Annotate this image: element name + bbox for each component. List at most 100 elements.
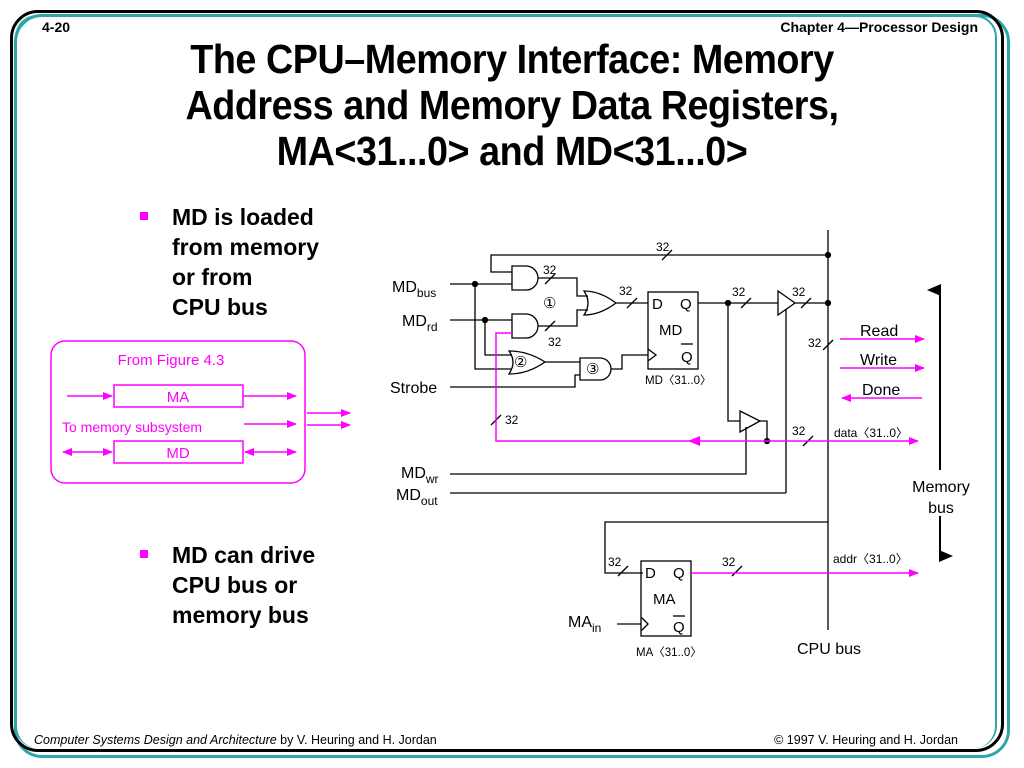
and3-to-md-clock-wire	[611, 354, 648, 370]
md-q-label: Q	[680, 296, 692, 313]
bullet-line: MD can drive	[172, 542, 316, 568]
md-clock-triangle	[647, 348, 658, 362]
gate-marker-3: ③	[586, 361, 599, 378]
ma-register	[640, 560, 692, 637]
memory-bus-label-2: bus	[928, 500, 954, 517]
addr-signal-label: addr〈31..0〉	[833, 552, 908, 566]
slide-frame	[10, 10, 1004, 752]
and-gate-upper	[511, 265, 539, 291]
main-label: MAin	[568, 614, 601, 635]
md-d-label: D	[652, 296, 663, 313]
title-line-1: The CPU–Memory Interface: Memory	[190, 36, 834, 82]
width-label: 32	[792, 285, 806, 299]
width-label: 32	[608, 555, 622, 569]
width-slash	[731, 565, 743, 577]
page-title: The CPU–Memory Interface: Memory Address…	[78, 36, 946, 174]
ma-qbar-label: Q	[673, 619, 685, 636]
mdwr-label: MDwr	[401, 465, 439, 486]
width-slash	[617, 565, 629, 577]
width-label: 32	[543, 263, 557, 277]
memory-signal-wires	[495, 332, 925, 577]
figure-inset: From Figure 4.3 MA MD To memory subsyste…	[50, 340, 351, 484]
ma-name-label: MA	[653, 591, 676, 608]
width-label: 32	[732, 285, 746, 299]
cpu-bus-feedback-wire	[490, 254, 828, 273]
bullet-text: MD is loaded from memory or from CPU bus	[172, 202, 319, 322]
chapter-label: Chapter 4—Processor Design	[780, 19, 978, 35]
tristate-to-data-wire	[760, 420, 768, 441]
write-label: Write	[860, 352, 897, 369]
cpu-bus-label: CPU bus	[797, 641, 861, 658]
bullet-text: MD can drive CPU bus or memory bus	[172, 540, 315, 630]
width-label: 32	[808, 336, 822, 350]
width-label: 32	[505, 413, 519, 427]
data-signal-label: data〈31..0〉	[834, 426, 908, 440]
md-box	[113, 440, 244, 464]
or-gate-2	[507, 350, 547, 375]
width-slash	[661, 249, 673, 261]
done-label: Done	[862, 382, 900, 399]
md-to-mem-tristate-wire	[727, 303, 740, 422]
tristate-memory-bus	[739, 409, 762, 434]
or-gate-1	[582, 290, 618, 316]
bullet-line: CPU bus	[172, 294, 268, 320]
and-gate-lower	[511, 313, 539, 339]
and-gate-3	[579, 357, 612, 381]
bullet-line: MD is loaded	[172, 204, 314, 230]
read-label: Read	[860, 323, 898, 340]
title-line-3: MA<31...0> and MD<31...0>	[276, 128, 748, 174]
width-label: 32	[548, 335, 562, 349]
ma-box-label: MA	[167, 389, 190, 406]
gate-marker-1: ①	[543, 295, 556, 312]
md-qbar-label: Q	[681, 349, 693, 366]
figure-inset-border	[50, 340, 306, 484]
gate-marker-2: ②	[514, 354, 527, 371]
slide-number: 4-20	[42, 19, 71, 35]
md-circuit	[450, 230, 834, 637]
junction-dot	[824, 299, 832, 307]
width-label: 32	[619, 284, 633, 298]
ma-q-label: Q	[673, 565, 685, 582]
circuit-labels: MDbus MDrd Strobe MDwr MDout MAin ① ② ③ …	[390, 240, 970, 659]
bullet-line: from memory	[172, 234, 319, 260]
data-in-arrowhead	[688, 436, 700, 446]
md-box-label: MD	[166, 445, 189, 462]
mdout-label: MDout	[396, 487, 438, 508]
ma-clock-triangle	[640, 616, 649, 632]
width-label: 32	[656, 240, 670, 254]
bullet-line: or from	[172, 264, 253, 290]
and-upper-out-wire	[538, 277, 588, 297]
footer-copyright: © 1997 V. Heuring and H. Jordan	[774, 733, 958, 747]
bullet-marker	[140, 550, 148, 558]
width-slash	[822, 339, 834, 351]
ma-caption: MA〈31..0〉	[636, 646, 702, 659]
bus-width-labels: 32 32 32 32 32 32 32 32 32 32 32	[505, 240, 822, 569]
mdbus-label: MDbus	[392, 279, 436, 300]
junction-dot	[824, 251, 832, 259]
mdbus-to-or2-wire	[474, 284, 512, 370]
width-slash	[740, 297, 752, 309]
width-slash	[544, 320, 556, 332]
subsystem-label: To memory subsystem	[62, 419, 202, 435]
title-line-2: Address and Memory Data Registers,	[185, 82, 839, 128]
figure-inset-title: From Figure 4.3	[118, 352, 225, 369]
data-bus-wire	[495, 332, 919, 445]
md-register	[647, 291, 699, 370]
bullet-line: CPU bus or	[172, 572, 298, 598]
footer-citation: Computer Systems Design and Architecture…	[34, 733, 437, 747]
width-slash	[800, 297, 812, 309]
ma-d-label: D	[645, 565, 656, 582]
bullet-marker	[140, 212, 148, 220]
mdwr-wire	[450, 427, 747, 475]
width-label: 32	[792, 424, 806, 438]
width-label: 32	[722, 555, 736, 569]
mdrd-to-or2-wire	[484, 320, 512, 356]
mdrd-label: MDrd	[402, 313, 438, 334]
cpu-bus-to-ma-wire	[604, 521, 828, 574]
slide-frame-inner	[15, 15, 997, 748]
width-slash	[626, 297, 638, 309]
bullet-line: memory bus	[172, 602, 309, 628]
strobe-label: Strobe	[390, 380, 437, 397]
md-name-label: MD	[659, 322, 682, 339]
